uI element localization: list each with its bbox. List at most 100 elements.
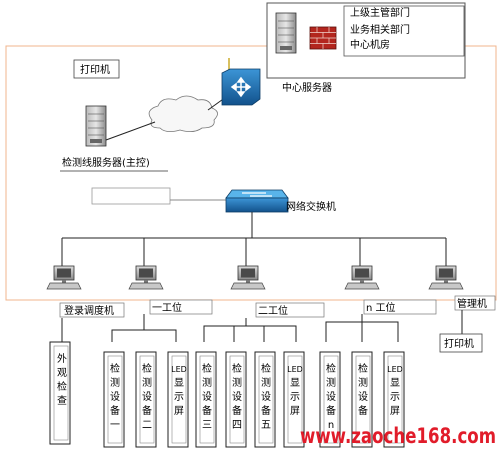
top-item-related: 业务相关部门 [350,23,410,36]
vertical-char: 备 [110,404,120,417]
computer-icon [128,265,164,290]
vertical-char: LED [287,365,303,374]
vertical-char: 三 [202,420,212,431]
device-label: 检测设备一 [110,362,120,431]
vertical-char: 外 [57,353,67,365]
station-1-box [149,299,213,315]
vertical-char: 屏 [174,405,184,417]
vertical-char: 查 [57,394,67,407]
vertical-char: 备 [202,404,212,417]
vertical-char: 测 [261,376,271,389]
vertical-char: 设 [261,391,271,403]
station-n-led-display [383,351,405,448]
computer-icon [428,265,464,290]
station-1-led-display [167,351,189,448]
vertical-char: 设 [202,391,212,403]
switch-left-label-box [91,187,171,205]
station-2-led-display [283,351,305,448]
station-2-device-2 [225,351,247,448]
vertical-char: 检 [202,362,212,375]
vertical-char: 显 [390,377,400,389]
station-1-bracket [111,314,177,342]
vertical-char: 屏 [290,405,300,417]
vertical-char: 检 [326,362,336,375]
station-2-box [255,302,325,318]
vertical-char: 检 [261,362,271,375]
led-display-label: LED 显示屏 [387,365,403,417]
vertical-char: 一 [110,420,120,431]
detection-server-icon [85,105,107,147]
cloud-icon [148,95,218,132]
station-n-bracket [325,314,399,342]
login-pc-label: 登录调度机 [64,304,114,317]
management-pc-label: 管理机 [457,297,487,310]
led-display-label: LED 显示屏 [171,365,187,417]
vertical-char: 示 [174,392,184,403]
top-authority-box [266,2,466,79]
vertical-char: 屏 [390,405,400,417]
device-label: 检测设备三 [202,362,212,431]
computer-icon [46,265,82,290]
vertical-char: 测 [142,376,152,389]
vertical-char: 检 [358,362,368,375]
vertical-char: 备 [232,404,242,417]
station-2-bracket [203,318,297,342]
top-authority-inner-box [343,5,465,57]
vertical-char: 设 [110,391,120,403]
station-n-box [363,299,437,315]
vertical-char: 测 [232,376,242,389]
station-1-device-2 [135,351,157,448]
computer-icon [344,265,380,290]
watermark-text: www.zaoche168.com [300,424,496,448]
station-n-device-2 [351,351,373,448]
computer-icon [230,265,266,290]
vertical-char: 示 [390,392,400,403]
printer-top-label: 打印机 [80,63,110,76]
vertical-char: 观 [57,367,67,379]
vertical-char: 显 [290,377,300,389]
vertical-char: 设 [232,391,242,403]
printer-bottom-box [439,333,483,353]
station-2-label: 二工位 [258,304,288,317]
printer-bottom-label: 打印机 [444,337,474,350]
vertical-char: 测 [326,376,336,389]
vertical-char: 检 [142,362,152,375]
network-switch-label: 网络交换机 [286,200,336,213]
top-item-superior: 上级主管部门 [350,6,410,19]
vertical-char: LED [171,365,187,374]
cloud-to-server-line [105,121,156,141]
network-region [5,45,497,301]
device-label: 检测设备五 [261,362,271,431]
station-n-label: n 工位 [366,301,396,314]
vertical-char: 二 [142,420,152,431]
vertical-char: 备 [261,404,271,417]
station-2-device-3 [254,351,276,448]
management-pc-box [454,295,496,311]
printer-top-box [73,59,120,79]
detection-server-label: 检测线服务器(主控) [62,156,150,169]
vertical-char: 备 [358,404,368,417]
switch-icon [225,189,289,213]
vertical-char: 检 [232,362,242,375]
top-item-machine-room: 中心机房 [350,38,390,51]
vertical-char: 五 [261,420,271,431]
server-icon [275,12,297,54]
login-pc-box [59,302,125,318]
vertical-char: 显 [174,377,184,389]
vertical-char: 测 [202,376,212,389]
vertical-char: 检 [57,380,67,393]
vertical-char: 设 [142,391,152,403]
led-display-label: LED 显示屏 [287,365,303,417]
router-icon [221,68,261,106]
vertical-char: 设 [358,391,368,403]
station-1-label: 一工位 [152,301,182,314]
vertical-char: n [328,420,334,431]
vertical-char: 设 [326,391,336,403]
vertical-char: LED [387,365,403,374]
station-1-device-1 [103,351,125,448]
firewall-icon [309,26,337,50]
vertical-char: 示 [290,392,300,403]
vertical-char: 四 [232,420,242,431]
